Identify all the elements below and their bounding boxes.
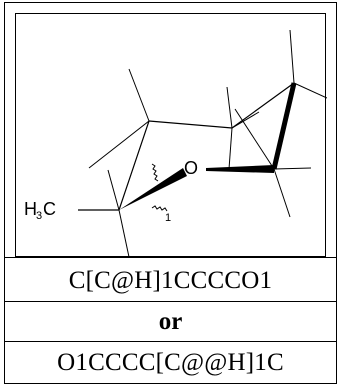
h-bond-c5-down (273, 168, 291, 218)
bond-c5-front-bold (271, 82, 297, 170)
h-bond-c1-up (107, 169, 120, 211)
bond-c1-o-wedge (119, 168, 187, 210)
molecule-diagram: O H 3 C 1 (24, 29, 327, 258)
separator-text: or (158, 308, 183, 335)
structure-cell: O H 3 C 1 (5, 3, 336, 258)
smiles-alternate-row: O1CCCC[C@@H]1C (5, 342, 336, 383)
stereo-wavy-mark-lower (151, 205, 168, 212)
methyl-label-subscript: 3 (36, 210, 42, 222)
h-bond-c6-right (273, 167, 312, 170)
separator-row: or (5, 302, 336, 342)
h-bond-c2-left (88, 120, 150, 169)
h-bond-c4-right (293, 82, 327, 99)
bond-o-c6-wedge (206, 165, 274, 173)
h-bond-c1-down (118, 209, 130, 258)
smiles-primary-text: C[C@H]1CCCCO1 (68, 266, 273, 294)
smiles-alternate-text: O1CCCC[C@@H]1C (57, 349, 284, 376)
h-bond-c3-down (228, 127, 233, 170)
smiles-primary-row: C[C@H]1CCCCO1 (5, 259, 336, 302)
bond-c2-c3 (148, 120, 233, 129)
h-bond-c3-up (226, 86, 233, 129)
h-bond-c5-up (234, 108, 275, 170)
structure-frame: O H 3 C 1 (15, 13, 327, 258)
h-bond-c6-left (231, 111, 260, 129)
h-bond-c2-up (128, 68, 150, 122)
oxygen-label: O (184, 158, 198, 178)
methyl-label-c: C (43, 199, 56, 219)
bond-c1-c2 (118, 120, 150, 211)
methyl-label-h: H (24, 199, 37, 219)
figure-table: O H 3 C 1 C[C@H]1CCCCO1 or O1CCCC[C@@H]1… (4, 2, 337, 384)
h-bond-c4-up (289, 29, 295, 84)
stereo-wavy-mark (151, 163, 159, 182)
stereo-note-label: 1 (165, 212, 171, 224)
